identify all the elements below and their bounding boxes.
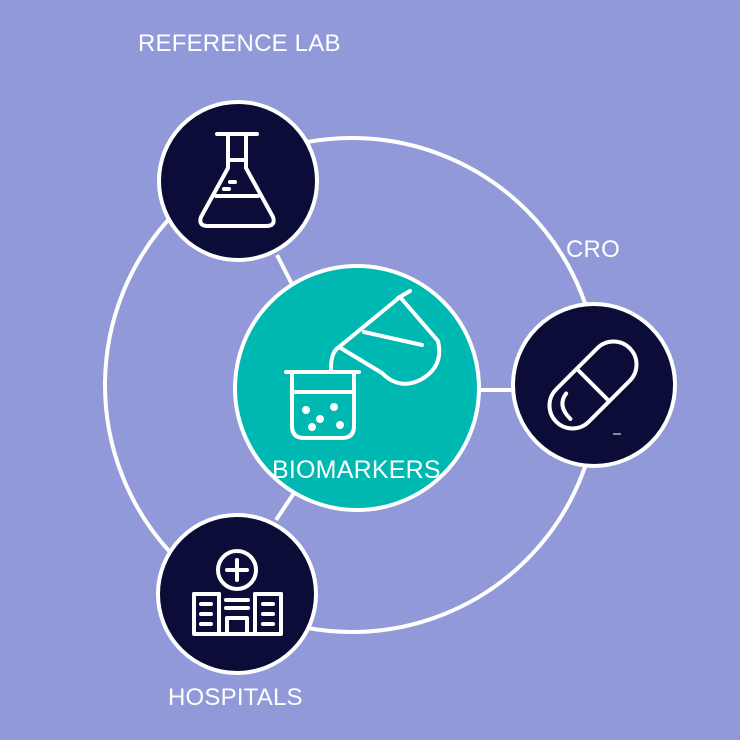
flask-icon [198,132,276,228]
center-node-biomarkers [233,264,481,512]
node-reference-lab [157,100,319,262]
hospital-icon [192,549,283,636]
label-cro: CRO [566,236,620,263]
node-hospitals [156,513,318,675]
capsule-icon [547,339,639,431]
label-hospitals: HOSPITALS [168,684,303,711]
label-reference-lab: REFERENCE LAB [138,30,341,57]
beaker-pouring-icon [284,289,442,440]
connector-hospitals [274,488,298,522]
label-biomarkers: BIOMARKERS [272,456,441,484]
